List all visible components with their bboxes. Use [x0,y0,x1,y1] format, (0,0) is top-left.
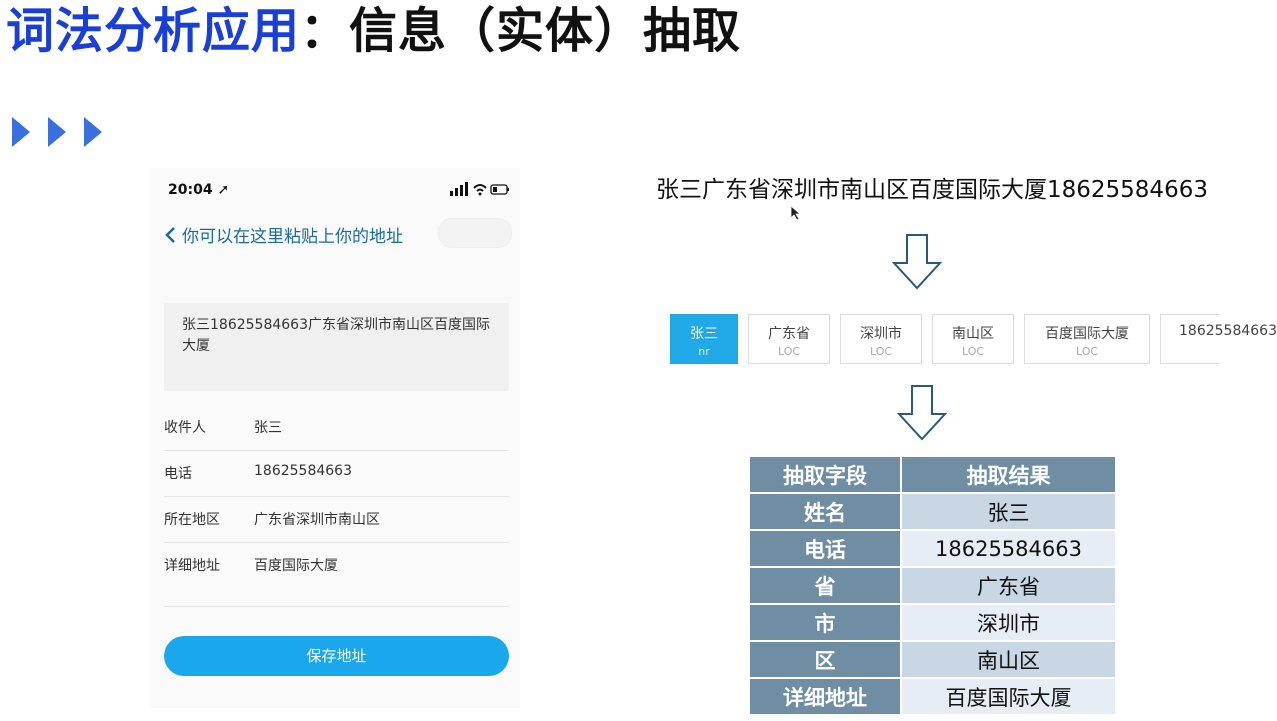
table-cell-field: 姓名 [748,492,902,531]
table-cell-result: 南山区 [900,640,1117,679]
down-arrow-icon [891,234,943,290]
save-address-button[interactable]: 保存地址 [164,636,509,676]
table-row: 姓名 张三 [748,492,1117,531]
form-value: 18625584663 [254,463,352,479]
down-arrow-icon [896,385,948,441]
status-time: 20:04 ➚ [168,182,230,198]
chevron-left-icon [165,226,175,243]
table-cell-result: 广东省 [900,566,1117,605]
form-row-detail-address[interactable]: 详细地址 百度国际大厦 [164,542,509,607]
table-cell-field: 电话 [748,529,902,568]
table-row: 详细地址 百度国际大厦 [748,677,1117,716]
table-row: 区 南山区 [748,640,1117,679]
table-cell-field: 省 [748,566,902,605]
token-chip[interactable]: 18625584663 [1160,314,1277,364]
form-value: 广东省深圳市南山区 [254,512,380,528]
extraction-result-table: 抽取字段 抽取结果 姓名 张三 电话 18625584663 省 广东省 市 深… [748,455,1117,716]
table-header: 抽取字段 [748,455,902,494]
chevron-arrows-icon [8,115,108,149]
form-label: 电话 [164,466,192,482]
address-paste-field[interactable]: 张三18625584663广东省深圳市南山区百度国际大厦 [164,303,509,391]
table-cell-result: 深圳市 [900,603,1117,642]
slide-title: 词法分析应用：信息（实体）抽取 [6,0,741,62]
form-row-phone[interactable]: 电话 18625584663 [164,450,509,497]
form-row-recipient[interactable]: 收件人 张三 [164,404,509,451]
table-row: 电话 18625584663 [748,529,1117,568]
signal-wifi-battery-icon [450,182,509,196]
form-label: 所在地区 [164,512,220,528]
table-header: 抽取结果 [900,455,1117,494]
table-cell-result: 百度国际大厦 [900,677,1117,716]
table-cell-result: 18625584663 [900,529,1117,568]
table-header-row: 抽取字段 抽取结果 [748,455,1117,494]
form-label: 收件人 [164,420,206,436]
form-row-region[interactable]: 所在地区 广东省深圳市南山区 [164,496,509,543]
slide-title-blue: 词法分析应用 [6,3,301,59]
slide-title-black: ：信息（实体）抽取 [300,3,742,59]
phone-screenshot: 20:04 ➚ 你可以在这里粘贴上你的地址 张三18625584663广东省深圳… [150,168,520,708]
table-cell-field: 区 [748,640,902,679]
form-label: 详细地址 [164,558,220,574]
table-cell-result: 张三 [900,492,1117,531]
table-cell-field: 市 [748,603,902,642]
mouse-cursor-icon [790,205,802,221]
form-value: 百度国际大厦 [254,558,338,574]
table-row: 省 广东省 [748,566,1117,605]
input-sentence: 张三广东省深圳市南山区百度国际大厦18625584663 [656,177,1208,203]
status-icons [450,182,510,200]
form-value: 张三 [254,420,282,436]
table-row: 市 深圳市 [748,603,1117,642]
nav-pill-button[interactable] [438,218,512,248]
table-cell-field: 详细地址 [748,677,902,716]
back-button[interactable]: 你可以在这里粘贴上你的地址 [164,222,403,247]
nav-title: 你可以在这里粘贴上你的地址 [182,227,403,247]
